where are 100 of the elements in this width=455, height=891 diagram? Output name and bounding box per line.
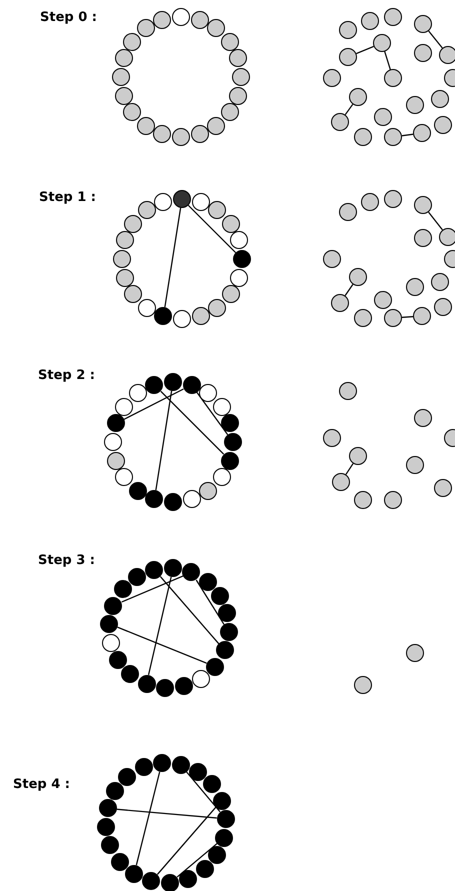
circle-node: [221, 452, 240, 470]
circle-node: [215, 828, 234, 846]
circle-node: [384, 491, 402, 509]
circle-node: [192, 670, 210, 688]
circle-node: [136, 19, 155, 38]
circle-node: [116, 268, 134, 287]
circle-node: [145, 560, 164, 579]
circle-node: [123, 103, 142, 122]
circle-node: [232, 68, 250, 86]
circle-node: [152, 754, 171, 772]
circle-node: [431, 273, 449, 291]
circle-node: [115, 398, 134, 416]
circle-node: [233, 250, 251, 268]
circle-node: [196, 860, 214, 878]
circle-node: [145, 376, 164, 394]
circle-node: [198, 573, 217, 592]
circle-node: [124, 285, 142, 304]
step-label: Step 4 :: [13, 777, 70, 792]
circle-node: [354, 309, 372, 327]
connector-line: [188, 204, 236, 254]
circle-node: [439, 228, 455, 246]
step-label: Step 0 :: [40, 10, 97, 25]
circle-node: [208, 846, 226, 864]
connector-line: [136, 772, 160, 866]
circle-node: [207, 116, 226, 135]
circle-node: [142, 872, 160, 890]
circle-node: [138, 674, 156, 693]
step-label: Step 3 :: [38, 553, 95, 568]
circle-node: [199, 384, 218, 402]
circle-node: [384, 8, 402, 26]
circle-node: [349, 268, 367, 286]
connector-line: [160, 390, 224, 455]
circle-node: [192, 192, 210, 211]
circle-node: [220, 103, 239, 122]
circle-node: [114, 580, 132, 598]
circle-node: [123, 32, 142, 51]
circle-node: [406, 278, 424, 296]
circle-node: [361, 193, 379, 211]
circle-node: [323, 429, 341, 447]
connector-line: [176, 842, 218, 878]
circle-node: [222, 285, 240, 304]
circle-node: [406, 96, 424, 114]
circle-node: [434, 479, 452, 497]
circle-node: [216, 810, 235, 828]
circle-node: [406, 456, 424, 474]
connector-line: [148, 576, 172, 675]
circle-node: [222, 214, 240, 233]
circle-node: [109, 650, 128, 669]
circle-node: [434, 298, 452, 316]
circle-node: [156, 678, 174, 697]
connector-line: [402, 316, 414, 318]
circle-node: [439, 46, 455, 64]
connector-line: [160, 576, 220, 644]
connector-line: [428, 212, 443, 230]
circle-node: [216, 641, 234, 660]
circle-node: [116, 231, 134, 250]
circle-node: [414, 15, 432, 33]
circle-node: [100, 614, 118, 633]
circle-node: [164, 493, 182, 511]
circle-node: [113, 250, 131, 268]
circle-node: [179, 870, 198, 888]
circle-node: [102, 634, 120, 652]
circle-node: [106, 414, 125, 432]
step-label: Step 2 :: [38, 368, 95, 383]
circle-node: [414, 409, 432, 427]
circle-node: [212, 792, 231, 810]
circle-node: [153, 125, 172, 144]
circle-node: [121, 664, 140, 683]
circle-node: [384, 128, 402, 146]
circle-node: [331, 113, 349, 131]
circle-node: [339, 382, 357, 400]
circle-node: [128, 384, 147, 402]
circle-node: [192, 307, 210, 326]
connector-line: [402, 134, 414, 136]
circle-node: [208, 298, 226, 317]
circle-node: [206, 658, 224, 676]
circle-node: [98, 799, 117, 818]
circle-node: [210, 587, 229, 606]
circle-node: [384, 190, 402, 208]
circle-node: [190, 125, 209, 144]
circle-node: [164, 559, 182, 578]
circle-node: [145, 490, 164, 508]
circle-node: [354, 491, 372, 509]
connector-line: [344, 284, 354, 296]
circle-node: [111, 852, 130, 871]
circle-node: [361, 12, 379, 30]
step-label: Step 1 :: [39, 190, 96, 205]
circle-node: [384, 69, 402, 87]
circle-node: [104, 433, 122, 451]
circle-node: [182, 563, 200, 582]
circle-node: [125, 864, 144, 883]
circle-node: [134, 758, 153, 776]
circle-node: [104, 596, 122, 615]
circle-node: [431, 90, 449, 108]
circle-node: [384, 309, 402, 327]
circle-node: [229, 86, 248, 105]
circle-node: [97, 818, 116, 836]
circle-node: [172, 128, 190, 146]
circle-node: [220, 623, 238, 642]
circle-node: [153, 10, 172, 29]
